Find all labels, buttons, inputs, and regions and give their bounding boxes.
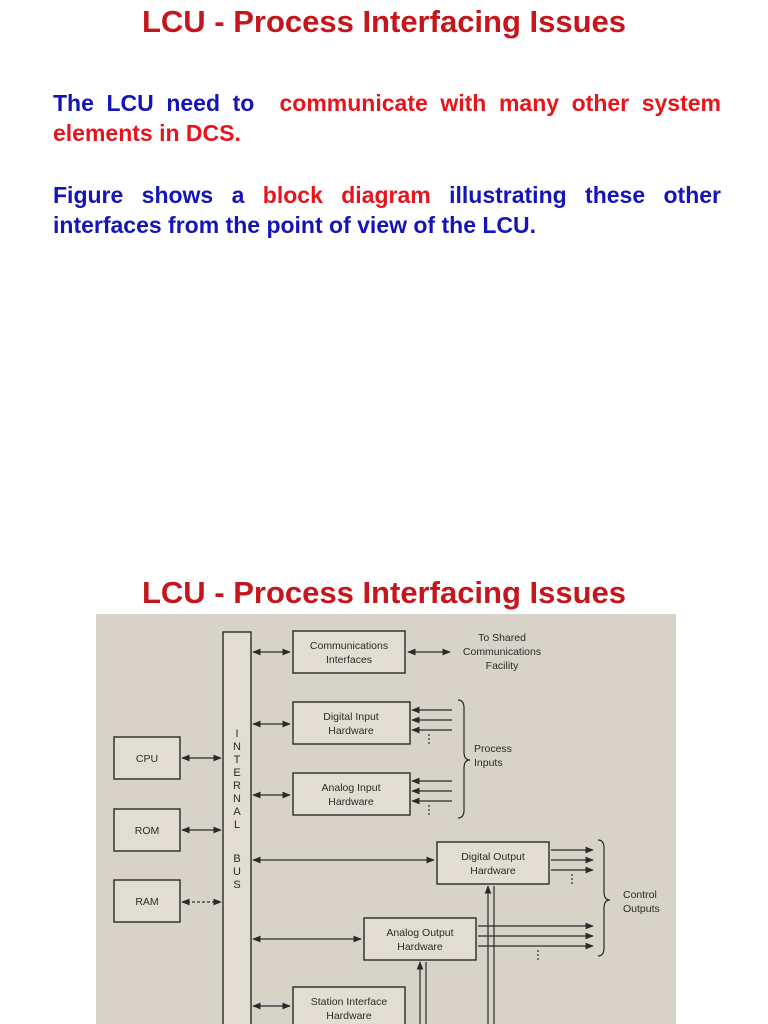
shared-facility-label: To Shared bbox=[478, 632, 526, 644]
block-diagram-figure: I N T E R N A L B U S CPU ROM RAM bbox=[96, 614, 676, 1024]
intro-text-red: communicate with many other system eleme… bbox=[53, 90, 721, 146]
block-diagram: I N T E R N A L B U S CPU ROM RAM bbox=[113, 630, 660, 1024]
ram-label: RAM bbox=[135, 896, 158, 908]
digital-input-signal-lines bbox=[411, 706, 452, 744]
bus-letter: E bbox=[233, 767, 240, 779]
control-outputs-brace bbox=[597, 839, 611, 957]
process-inputs-label: Process bbox=[474, 743, 512, 755]
digital-output-signal-lines bbox=[551, 846, 594, 884]
station-interface-block bbox=[292, 986, 406, 1024]
bus-letter: S bbox=[233, 879, 240, 891]
analog-input-label: Analog Input bbox=[322, 782, 381, 794]
analog-input-block bbox=[292, 772, 411, 816]
bus-letter: R bbox=[233, 780, 241, 792]
bus-letter: T bbox=[234, 754, 241, 766]
comm-interfaces-label: Communications bbox=[310, 640, 388, 652]
rom-label: ROM bbox=[135, 825, 160, 837]
cpu-block bbox=[113, 736, 181, 780]
bus-letter: A bbox=[233, 806, 241, 818]
shared-facility-label: Communications bbox=[463, 646, 541, 658]
cpu-label: CPU bbox=[136, 753, 158, 765]
figure-paragraph: Figure shows a block diagram illustratin… bbox=[53, 180, 721, 240]
process-inputs-label: Inputs bbox=[474, 757, 503, 769]
digital-output-label: Hardware bbox=[470, 865, 516, 877]
bus-letter: N bbox=[233, 793, 241, 805]
digital-input-block bbox=[292, 701, 411, 745]
analog-output-label: Hardware bbox=[397, 941, 443, 953]
slide-1: LCU - Process Interfacing Issues The LCU… bbox=[53, 4, 722, 240]
analog-input-label: Hardware bbox=[328, 796, 374, 808]
bus-label: I N T E R N A L B U S bbox=[233, 728, 241, 891]
slide-title: LCU - Process Interfacing Issues bbox=[141, 575, 627, 610]
digital-output-label: Digital Output bbox=[461, 851, 525, 863]
process-inputs-brace bbox=[457, 699, 471, 819]
control-outputs-label: Control bbox=[623, 889, 657, 901]
figure-text-blue-2: illustrating these other interfaces from… bbox=[53, 182, 722, 238]
analog-input-signal-lines bbox=[411, 777, 452, 815]
digital-input-label: Digital Input bbox=[323, 711, 379, 723]
intro-paragraph: The LCU need to communicate with many ot… bbox=[53, 88, 721, 148]
bus-letter: N bbox=[233, 741, 241, 753]
shared-facility-label: Facility bbox=[486, 660, 519, 672]
bus-letter: I bbox=[235, 728, 238, 740]
comm-interfaces-block bbox=[292, 630, 406, 674]
analog-output-label: Analog Output bbox=[386, 927, 453, 939]
comm-interfaces-label: Interfaces bbox=[326, 654, 372, 666]
slide-2: LCU - Process Interfacing Issues I N T E… bbox=[0, 560, 768, 1024]
analog-output-signal-lines bbox=[478, 922, 594, 960]
analog-output-block bbox=[363, 917, 477, 961]
internal-bus bbox=[222, 631, 252, 1024]
digital-input-label: Hardware bbox=[328, 725, 374, 737]
bus-letter: L bbox=[234, 819, 240, 831]
slide-title: LCU - Process Interfacing Issues bbox=[141, 4, 627, 39]
rom-block bbox=[113, 808, 181, 852]
station-interface-label: Station Interface bbox=[311, 996, 388, 1008]
intro-text-blue: The LCU need to bbox=[53, 90, 255, 116]
ram-block bbox=[113, 879, 181, 923]
station-interface-label: Hardware bbox=[326, 1010, 372, 1022]
control-outputs-label: Outputs bbox=[623, 903, 660, 915]
bus-letter: B bbox=[233, 853, 240, 865]
figure-text-red: block diagram bbox=[262, 182, 431, 208]
figure-text-blue-1: Figure shows a bbox=[53, 182, 245, 208]
digital-output-block bbox=[436, 841, 550, 885]
bus-letter: U bbox=[233, 866, 241, 878]
